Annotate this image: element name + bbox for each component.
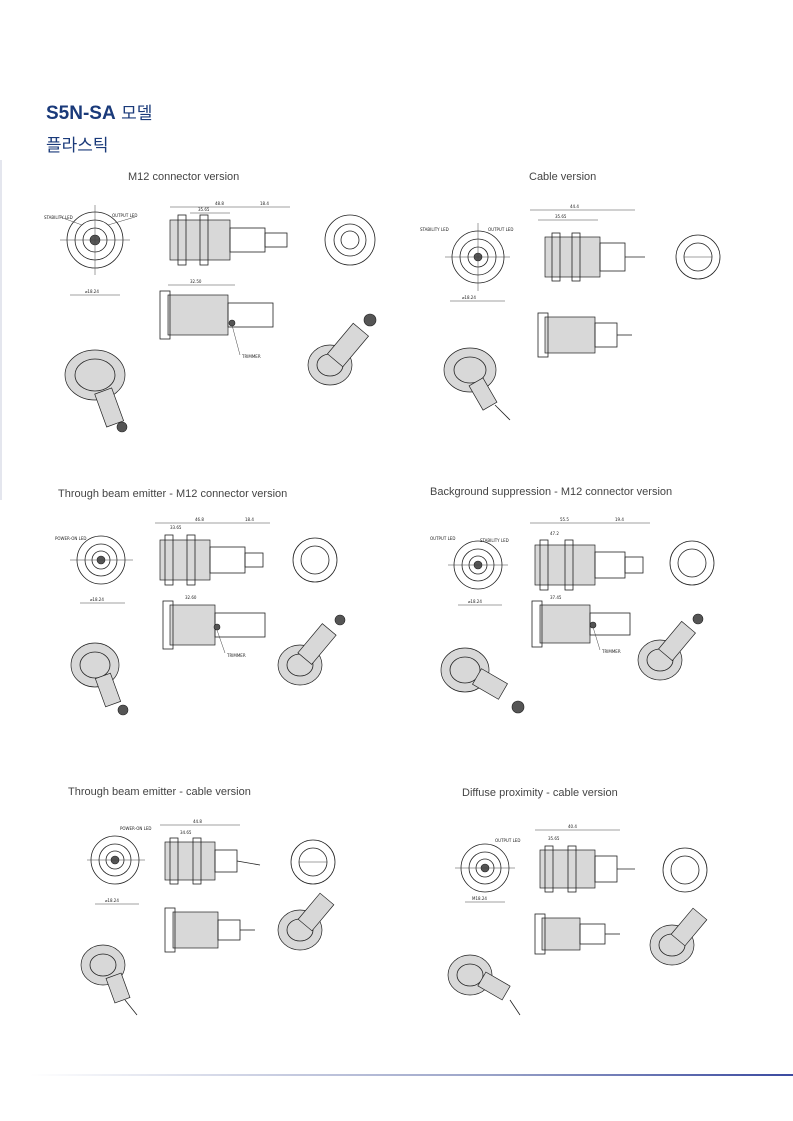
svg-text:⌀18.24: ⌀18.24 (462, 295, 476, 300)
caption-diffuse-cable: Diffuse proximity - cable version (462, 787, 618, 799)
drawing-diffuse-cable: OUTPUT LED M18.24 40.4 35.65 (440, 820, 740, 1024)
svg-text:⌀18.24: ⌀18.24 (105, 898, 119, 903)
svg-text:44.4: 44.4 (570, 204, 579, 209)
caption-through-beam-m12: Through beam emitter - M12 connector ver… (58, 488, 288, 500)
svg-text:46.8: 46.8 (195, 517, 204, 522)
svg-text:37.45: 37.45 (550, 595, 562, 600)
svg-text:32.50: 32.50 (190, 279, 202, 284)
model-name: S5N-SA (46, 103, 116, 124)
svg-text:35.65: 35.65 (555, 214, 567, 219)
label-output-led: OUTPUT LED (112, 213, 137, 218)
model-suffix: 모델 (121, 104, 153, 124)
label-trimmer: TRIMMER (226, 653, 246, 658)
label-stability-led: STABILITY LED (480, 538, 509, 543)
svg-text:⌀18.24: ⌀18.24 (468, 599, 482, 604)
label-output-led: OUTPUT LED (488, 227, 513, 232)
caption-cable: Cable version (529, 171, 597, 183)
svg-text:18.4: 18.4 (245, 517, 254, 522)
svg-text:47.2: 47.2 (550, 531, 559, 536)
caption-through-beam-cable: Through beam emitter - cable version (68, 786, 251, 798)
material-subtitle: 플라스틱 (46, 136, 109, 156)
svg-text:35.65: 35.65 (198, 207, 210, 212)
svg-text:32.60: 32.60 (185, 595, 197, 600)
label-stability-led: STABILITY LED (44, 215, 73, 220)
caption-background-suppression: Background suppression - M12 connector v… (430, 486, 673, 498)
svg-text:48.8: 48.8 (215, 201, 224, 206)
svg-text:⌀18.24: ⌀18.24 (90, 597, 104, 602)
left-edge-bar (0, 160, 2, 500)
label-power-on-led: POWER-ON LED (55, 536, 86, 541)
svg-text:34.65: 34.65 (180, 830, 192, 835)
label-output-led: OUTPUT LED (430, 536, 455, 541)
svg-text:40.4: 40.4 (568, 824, 577, 829)
label-output-led: OUTPUT LED (495, 838, 520, 843)
svg-text:M18.24: M18.24 (472, 896, 487, 901)
footer-divider (30, 1074, 793, 1076)
svg-text:⌀18.24: ⌀18.24 (85, 289, 99, 294)
page-title: S5N-SA 모델 (46, 103, 152, 125)
svg-text:35.65: 35.65 (548, 836, 560, 841)
svg-text:18.4: 18.4 (260, 201, 269, 206)
label-trimmer: TRIMMER (601, 649, 621, 654)
drawing-through-beam-cable: POWER-ON LED ⌀18.24 44.8 34.65 (75, 819, 375, 1024)
drawing-cable: STABILITY LED OUTPUT LED ⌀18.24 44.4 35.… (420, 204, 770, 439)
svg-text:55.5: 55.5 (560, 517, 569, 522)
svg-text:19.4: 19.4 (615, 517, 624, 522)
label-trimmer: TRIMMER (241, 354, 261, 359)
drawing-m12-connector: STABILITY LED OUTPUT LED ⌀18.24 48.8 35.… (40, 195, 390, 439)
drawing-background-suppression: OUTPUT LED STABILITY LED ⌀18.24 55.5 19.4… (430, 515, 730, 729)
drawing-through-beam-m12: POWER-ON LED ⌀18.24 46.8 18.4 33.65 TRIMM… (55, 515, 355, 724)
label-power-on-led: POWER-ON LED (120, 826, 151, 831)
label-stability-led: STABILITY LED (420, 227, 449, 232)
svg-text:44.8: 44.8 (193, 819, 202, 824)
caption-m12-connector: M12 connector version (128, 171, 240, 183)
svg-text:33.65: 33.65 (170, 525, 182, 530)
